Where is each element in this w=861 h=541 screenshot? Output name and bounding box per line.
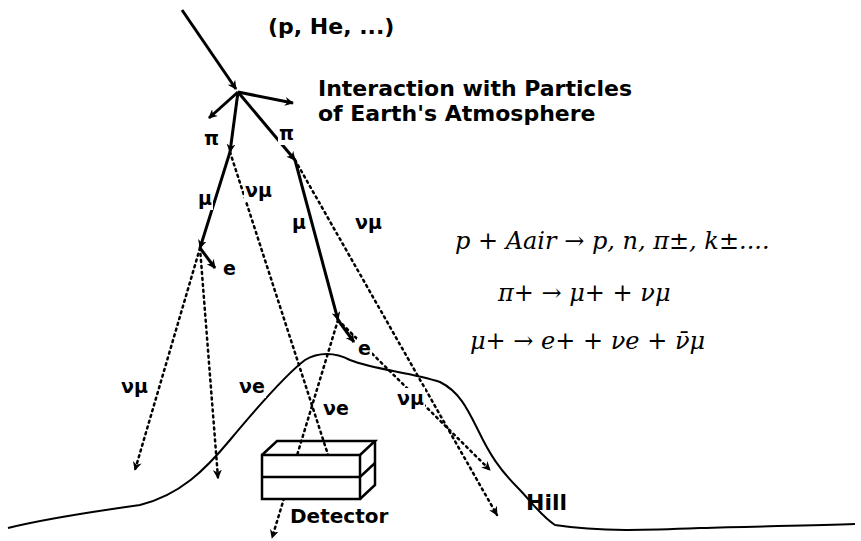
decay-equation: μ+ → e+ + νe + ν̄μ [470, 328, 705, 356]
neutrino-track [230, 152, 342, 498]
interaction-note: Interaction with Particles of Earth's At… [318, 76, 658, 127]
hill-outline [8, 354, 855, 530]
neutrino-track [200, 248, 218, 478]
reaction-equation: p + Aair → p, n, π±, k±.... [455, 228, 770, 256]
neutrino-track [338, 320, 490, 470]
neutrino-label: νe [322, 398, 350, 420]
electron-track [338, 320, 354, 342]
neutrino-label: νe [238, 376, 266, 398]
detector-label: Detector [288, 504, 390, 528]
detector-box [262, 441, 375, 499]
neutrino-label: νμ [120, 376, 149, 398]
decay-equation: π+ → μ+ + νμ [498, 280, 671, 308]
neutrino-label: νμ [354, 212, 383, 234]
primary-track [182, 10, 236, 89]
hill-label: Hill [526, 490, 567, 515]
electron-track [200, 248, 215, 268]
neutrino-track [135, 248, 200, 470]
particle-list: (p, He, ...) [268, 14, 394, 39]
pion-label: π [278, 123, 295, 145]
pion-label: π [203, 128, 220, 150]
electron-label: e [357, 338, 372, 360]
neutrino-label: νμ [244, 180, 273, 202]
pion-track [238, 92, 295, 160]
muon-track [295, 160, 338, 320]
pion-track [230, 92, 238, 152]
neutrino-label: νμ [396, 388, 425, 410]
muon-label: μ [291, 212, 307, 234]
detector: Detector [252, 438, 386, 538]
muon-label: μ [197, 188, 213, 210]
electron-label: e [222, 258, 237, 280]
